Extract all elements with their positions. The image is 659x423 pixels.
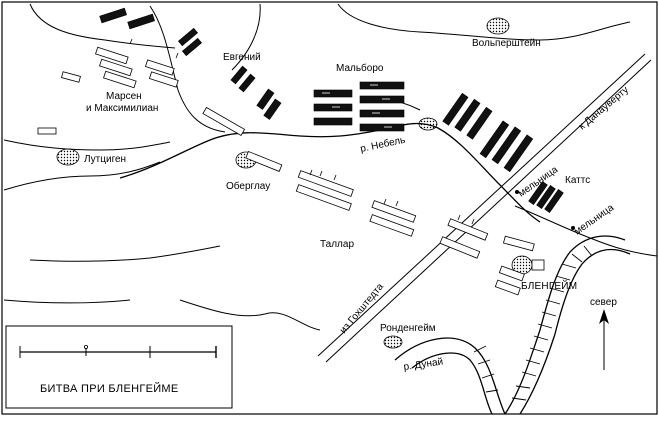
commander-labels: Евгений Мальборо Марсен и Максимилиан Та… — [86, 52, 590, 250]
map-frame — [1, 1, 658, 415]
scale-bar-icon — [19, 344, 217, 358]
road-main — [317, 53, 652, 363]
label-rondengeim: Ронденгейм — [380, 323, 436, 334]
river-labels: р. Небель р. Дунай — [359, 134, 444, 373]
river-danube — [394, 235, 631, 415]
map-title: БИТВА ПРИ БЛЕНГЕЙМЕ — [40, 382, 179, 395]
allied-units — [99, 7, 564, 213]
terrain-lines — [3, 3, 658, 331]
north-arrow-icon: север — [590, 297, 617, 370]
enemy-units — [37, 38, 545, 296]
label-mill-2: мельница — [572, 202, 616, 237]
label-eugene: Евгений — [223, 52, 261, 63]
label-lutcigen: Лутциген — [84, 154, 126, 165]
label-nebel: р. Небель — [359, 134, 406, 155]
label-tallard: Таллар — [320, 239, 354, 250]
label-danube: р. Дунай — [403, 357, 444, 373]
legend-box: БИТВА ПРИ БЛЕНГЕЙМЕ — [5, 325, 233, 409]
label-marlborough: Мальборо — [336, 62, 384, 74]
label-marsin-line1: Марсен — [106, 91, 142, 102]
label-north: север — [590, 297, 617, 308]
label-marsin-line2: и Максимилиан — [86, 103, 158, 114]
label-volpershtein: Вольперштейн — [472, 38, 541, 49]
label-cutts: Каттс — [565, 175, 590, 186]
mill-markers — [515, 190, 575, 230]
label-blenheim: БЛЕНГЕЙМ — [521, 279, 577, 292]
place-labels: Вольперштейн Лутциген Оберглау БЛЕНГЕЙМ … — [84, 38, 577, 334]
label-oberglau: Оберглау — [226, 180, 270, 192]
river-nebel — [119, 122, 541, 223]
